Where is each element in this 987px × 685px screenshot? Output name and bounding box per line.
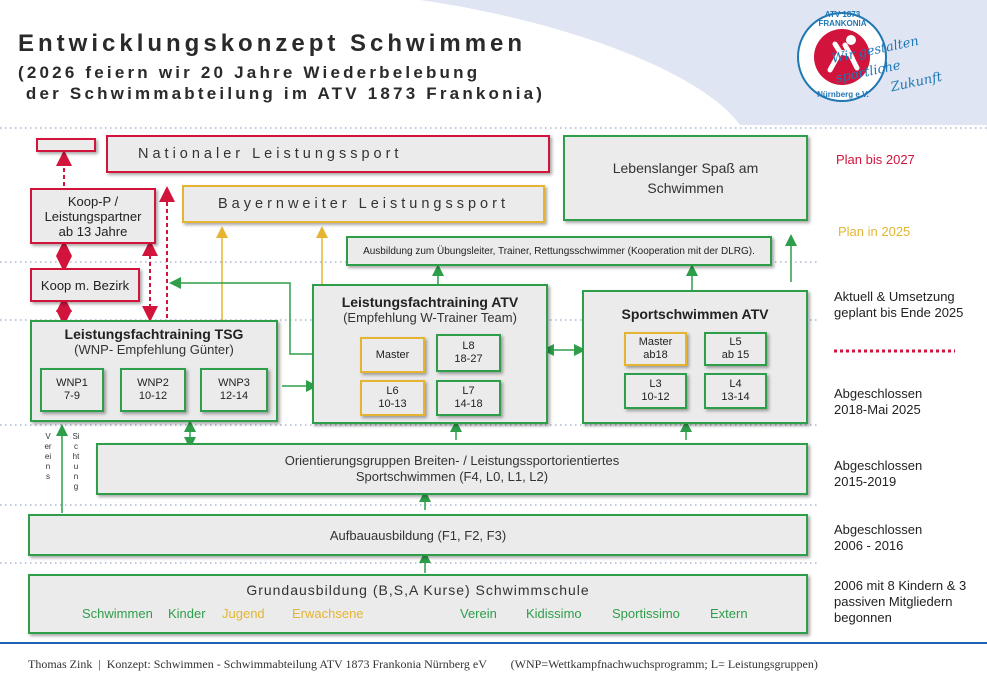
school-word-sportissimo: Sportissimo [612,606,680,621]
club-logo: ATV 1873 FRANKONIA Nürnberg e.V. [795,10,890,105]
national-sport-box: Nationaler Leistungssport [106,135,550,173]
lebenslang-box: Lebenslanger Spaß am Schwimmen [563,135,808,221]
group-l5-label: L5 [729,336,742,348]
group-l4-age: 13-14 [721,391,750,403]
group-l5-age: ab 15 [721,349,750,361]
orientierung-box: Orientierungsgruppen Breiten- / Leistung… [96,443,808,495]
grund-title: Grundausbildung (B,S,A Kurse) Schwimmsch… [246,582,590,598]
group-wnp1-label: WNP1 [56,377,88,389]
ausbildung-box: Ausbildung zum Übungsleiter, Trainer, Re… [346,236,772,266]
koop-bezirk-box: Koop m. Bezirk [30,268,140,302]
group-wnp1: WNP1 7-9 [40,368,104,412]
group-l7-age: 14-18 [454,398,483,410]
group-l4-label: L4 [729,378,742,390]
sport-atv-title: Sportschwimmen ATV [621,306,769,322]
aufbau-box: Aufbauausbildung (F1, F2, F3) [28,514,808,556]
label-plan-2027: Plan bis 2027 [836,152,915,167]
group-wnp3-label: WNP3 [218,377,250,389]
label-plan-2025: Plan in 2025 [838,224,911,239]
group-master-atv: Master [360,337,425,373]
school-word-schwimmen: Schwimmen [82,606,153,621]
page-title: Entwicklungskonzept Schwimmen [18,30,527,57]
grund-box: Grundausbildung (B,S,A Kurse) Schwimmsch… [28,574,808,634]
label-start-2006: 2006 mit 8 Kindern & 3 passiven Mitglied… [834,578,967,625]
label-abgeschlossen-2018: Abgeschlossen 2018-Mai 2025 [834,386,923,417]
lf-atv-title: Leistungsfachtraining ATV [341,294,519,310]
group-master-sport-label: Master [638,336,673,348]
group-l8-age: 18-27 [454,353,483,365]
label-abgeschlossen-2006: Abgeschlossen 2006 - 2016 [834,522,923,553]
logo-ring-text: ATV 1873 FRANKONIA [818,10,867,28]
group-l6: L6 10-13 [360,380,425,416]
group-l7: L7 14-18 [436,380,501,416]
orientierung-line-2: Sportschwimmen (F4, L0, L1, L2) [355,469,549,484]
school-word-kinder: Kinder [168,606,206,621]
sport-atv-box: Sportschwimmen ATV [582,290,808,424]
group-l6-label: L6 [386,385,399,397]
label-aktuell: Aktuell & Umsetzung geplant bis Ende 202… [834,289,964,320]
group-l3-label: L3 [649,378,662,390]
group-master-sport-age: ab18 [643,349,668,361]
lf-tsg-subtitle: (WNP- Empfehlung Günter) [74,342,234,357]
group-master-atv-label: Master [375,348,410,361]
school-word-erwachsene: Erwachsene [292,606,364,621]
koop-partner-box: Koop-P / Leistungspartner ab 13 Jahre [30,188,156,244]
group-wnp3-age: 12-14 [219,390,249,402]
group-wnp3: WNP3 12-14 [200,368,268,412]
footer-text: Thomas Zink | Konzept: Schwimmen - Schwi… [28,657,818,671]
subtitle-line-1: (2026 feiern wir 20 Jahre Wiederbelebung [18,63,481,82]
lebenslang-label: Lebenslanger Spaß am Schwimmen [612,160,759,196]
group-wnp2-age: 10-12 [138,390,168,402]
school-word-extern: Extern [710,606,748,621]
group-l6-age: 10-13 [378,398,407,410]
page-subtitle: (2026 feiern wir 20 Jahre Wiederbelebung… [18,62,545,104]
group-l3-age: 10-12 [641,391,670,403]
orientierung-line-1: Orientierungsgruppen Breiten- / Leistung… [284,453,620,468]
logo-bottom-text: Nürnberg e.V. [817,90,869,99]
group-l8: L8 18-27 [436,334,501,372]
school-word-kidissimo: Kidissimo [526,606,582,621]
vertical-label-vereins: Vereins [44,432,52,481]
group-l5: L5 ab 15 [704,332,767,366]
lf-atv-subtitle: (Empfehlung W-Trainer Team) [343,310,517,325]
bayern-sport-box: Bayernweiter Leistungssport [182,185,545,223]
koop-partner-label: Koop-P / Leistungspartner ab 13 Jahre [44,193,142,239]
label-abgeschlossen-2015: Abgeschlossen 2015-2019 [834,458,923,489]
logo-emblem-icon [797,12,887,102]
top-red-small-box [36,138,96,152]
group-l4: L4 13-14 [704,373,767,409]
school-word-jugend: Jugend [222,606,265,621]
group-wnp2-label: WNP2 [137,377,169,389]
lf-tsg-title: Leistungsfachtraining TSG [64,326,244,342]
group-l8-label: L8 [462,340,475,352]
group-master-sport: Master ab18 [624,332,687,366]
lf-atv-box: Leistungsfachtraining ATV (Empfehlung W-… [312,284,548,424]
group-wnp1-age: 7-9 [64,390,80,402]
school-word-verein: Verein [460,606,497,621]
group-l7-label: L7 [462,385,475,397]
group-wnp2: WNP2 10-12 [120,368,186,412]
group-l3: L3 10-12 [624,373,687,409]
vertical-label-sichtung: Sichtung [72,432,80,491]
subtitle-line-2: der Schwimmabteilung im ATV 1873 Frankon… [18,84,546,103]
